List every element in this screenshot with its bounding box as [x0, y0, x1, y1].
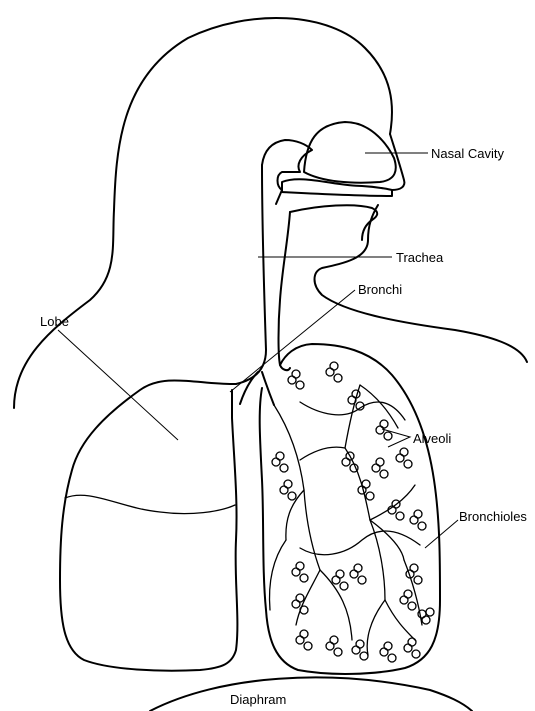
right-bronchus — [262, 372, 274, 405]
label-nasal-cavity: Nasal Cavity — [431, 146, 504, 161]
head-outline — [14, 18, 392, 408]
label-lobe: Lobe — [40, 314, 69, 329]
left-lung-fissure — [65, 495, 235, 513]
nose-outline — [390, 134, 404, 190]
alveoli-leader — [382, 429, 410, 447]
label-trachea: Trachea — [396, 250, 444, 265]
tongue-mouth — [290, 205, 377, 240]
diaphragm-curve — [150, 677, 472, 711]
label-bronchi: Bronchi — [358, 282, 402, 297]
trachea-left-wall — [236, 165, 266, 384]
nasal-cavity-shape — [304, 122, 396, 183]
chin-neck-outline — [315, 205, 528, 362]
bronchioles-leader — [425, 520, 458, 548]
right-lung-lower-fissure — [300, 531, 420, 555]
label-diaphram: Diaphram — [230, 692, 286, 707]
label-alveoli: Alveoli — [413, 431, 451, 446]
lobe-leader — [58, 330, 178, 440]
left-lung-outline — [60, 380, 237, 670]
label-bronchioles: Bronchioles — [459, 509, 527, 524]
trachea-right-wall — [279, 212, 291, 370]
